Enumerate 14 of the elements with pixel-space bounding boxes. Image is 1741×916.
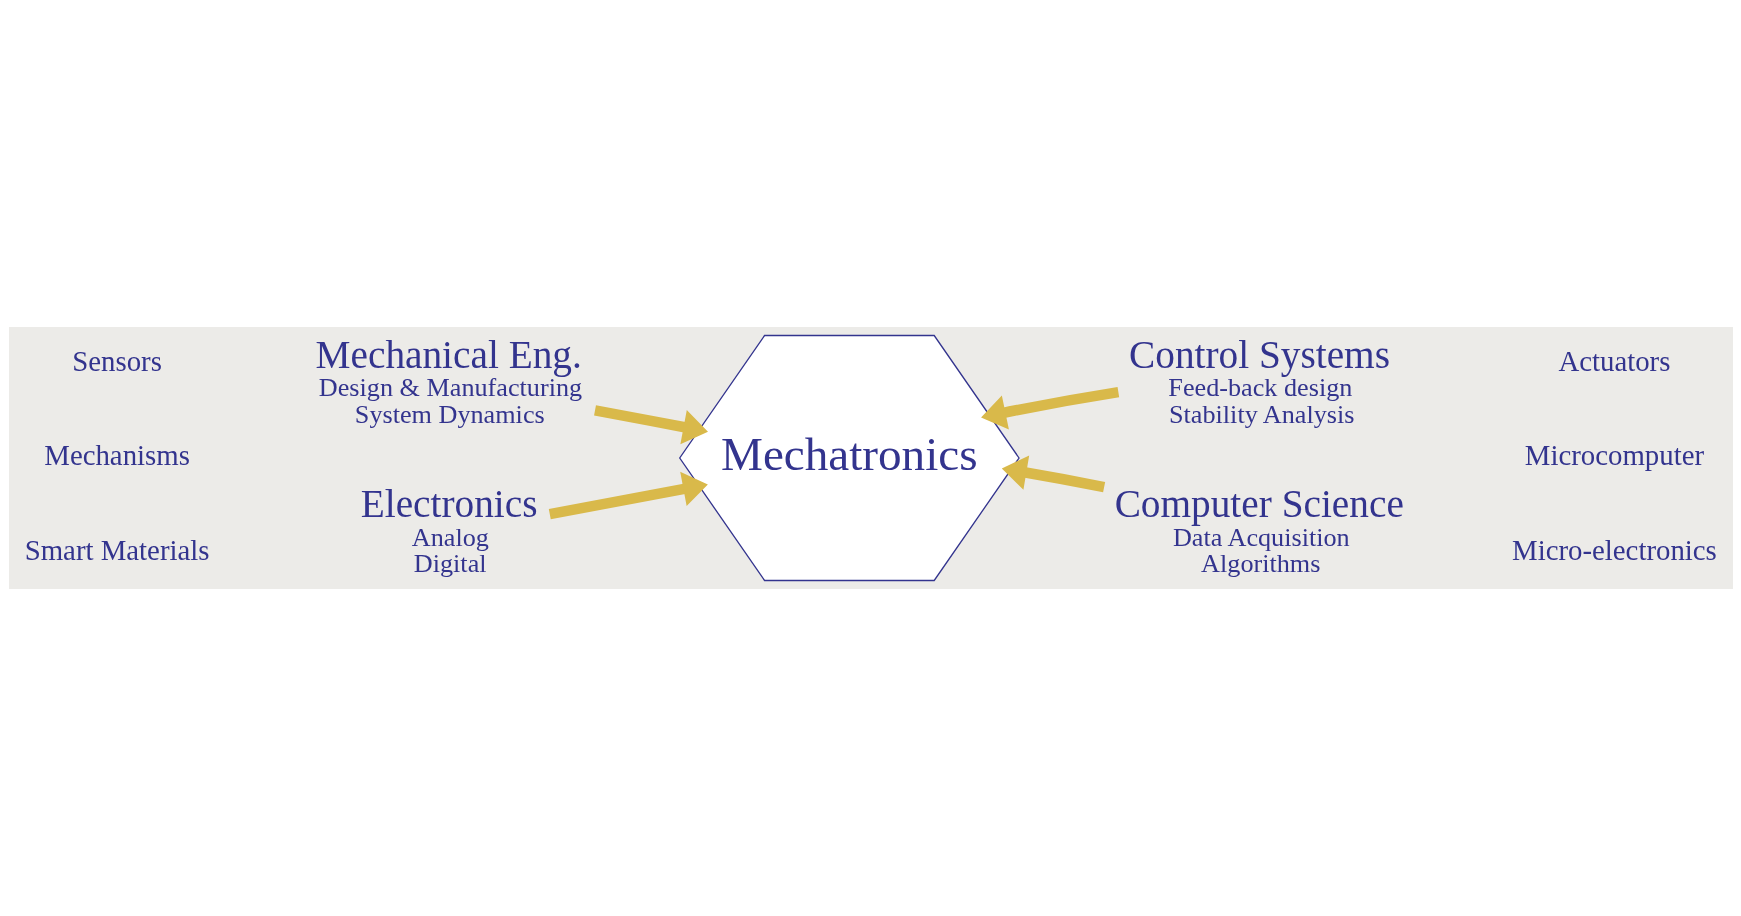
label: Micro-electronics <box>1511 533 1717 566</box>
node-text: Control Systems Feed-back design Stability Analysis <box>1128 332 1390 429</box>
label: Microcomputer <box>1524 439 1704 472</box>
label: Actuators <box>1557 345 1670 378</box>
arrow <box>548 471 708 520</box>
label: Smart Materials <box>24 533 210 566</box>
arrow <box>593 405 708 445</box>
label: Mechanisms <box>43 439 190 472</box>
arrow <box>980 386 1119 430</box>
node-text: Computer Science Data Acquisition Algorithms <box>1114 481 1404 578</box>
arrow <box>1001 455 1105 493</box>
node-text: Mechanical Eng. Design & Manufacturing System Dynamics <box>315 332 582 429</box>
node-text: Electronics Analog Digital <box>360 481 538 578</box>
label: Sensors <box>71 345 162 378</box>
